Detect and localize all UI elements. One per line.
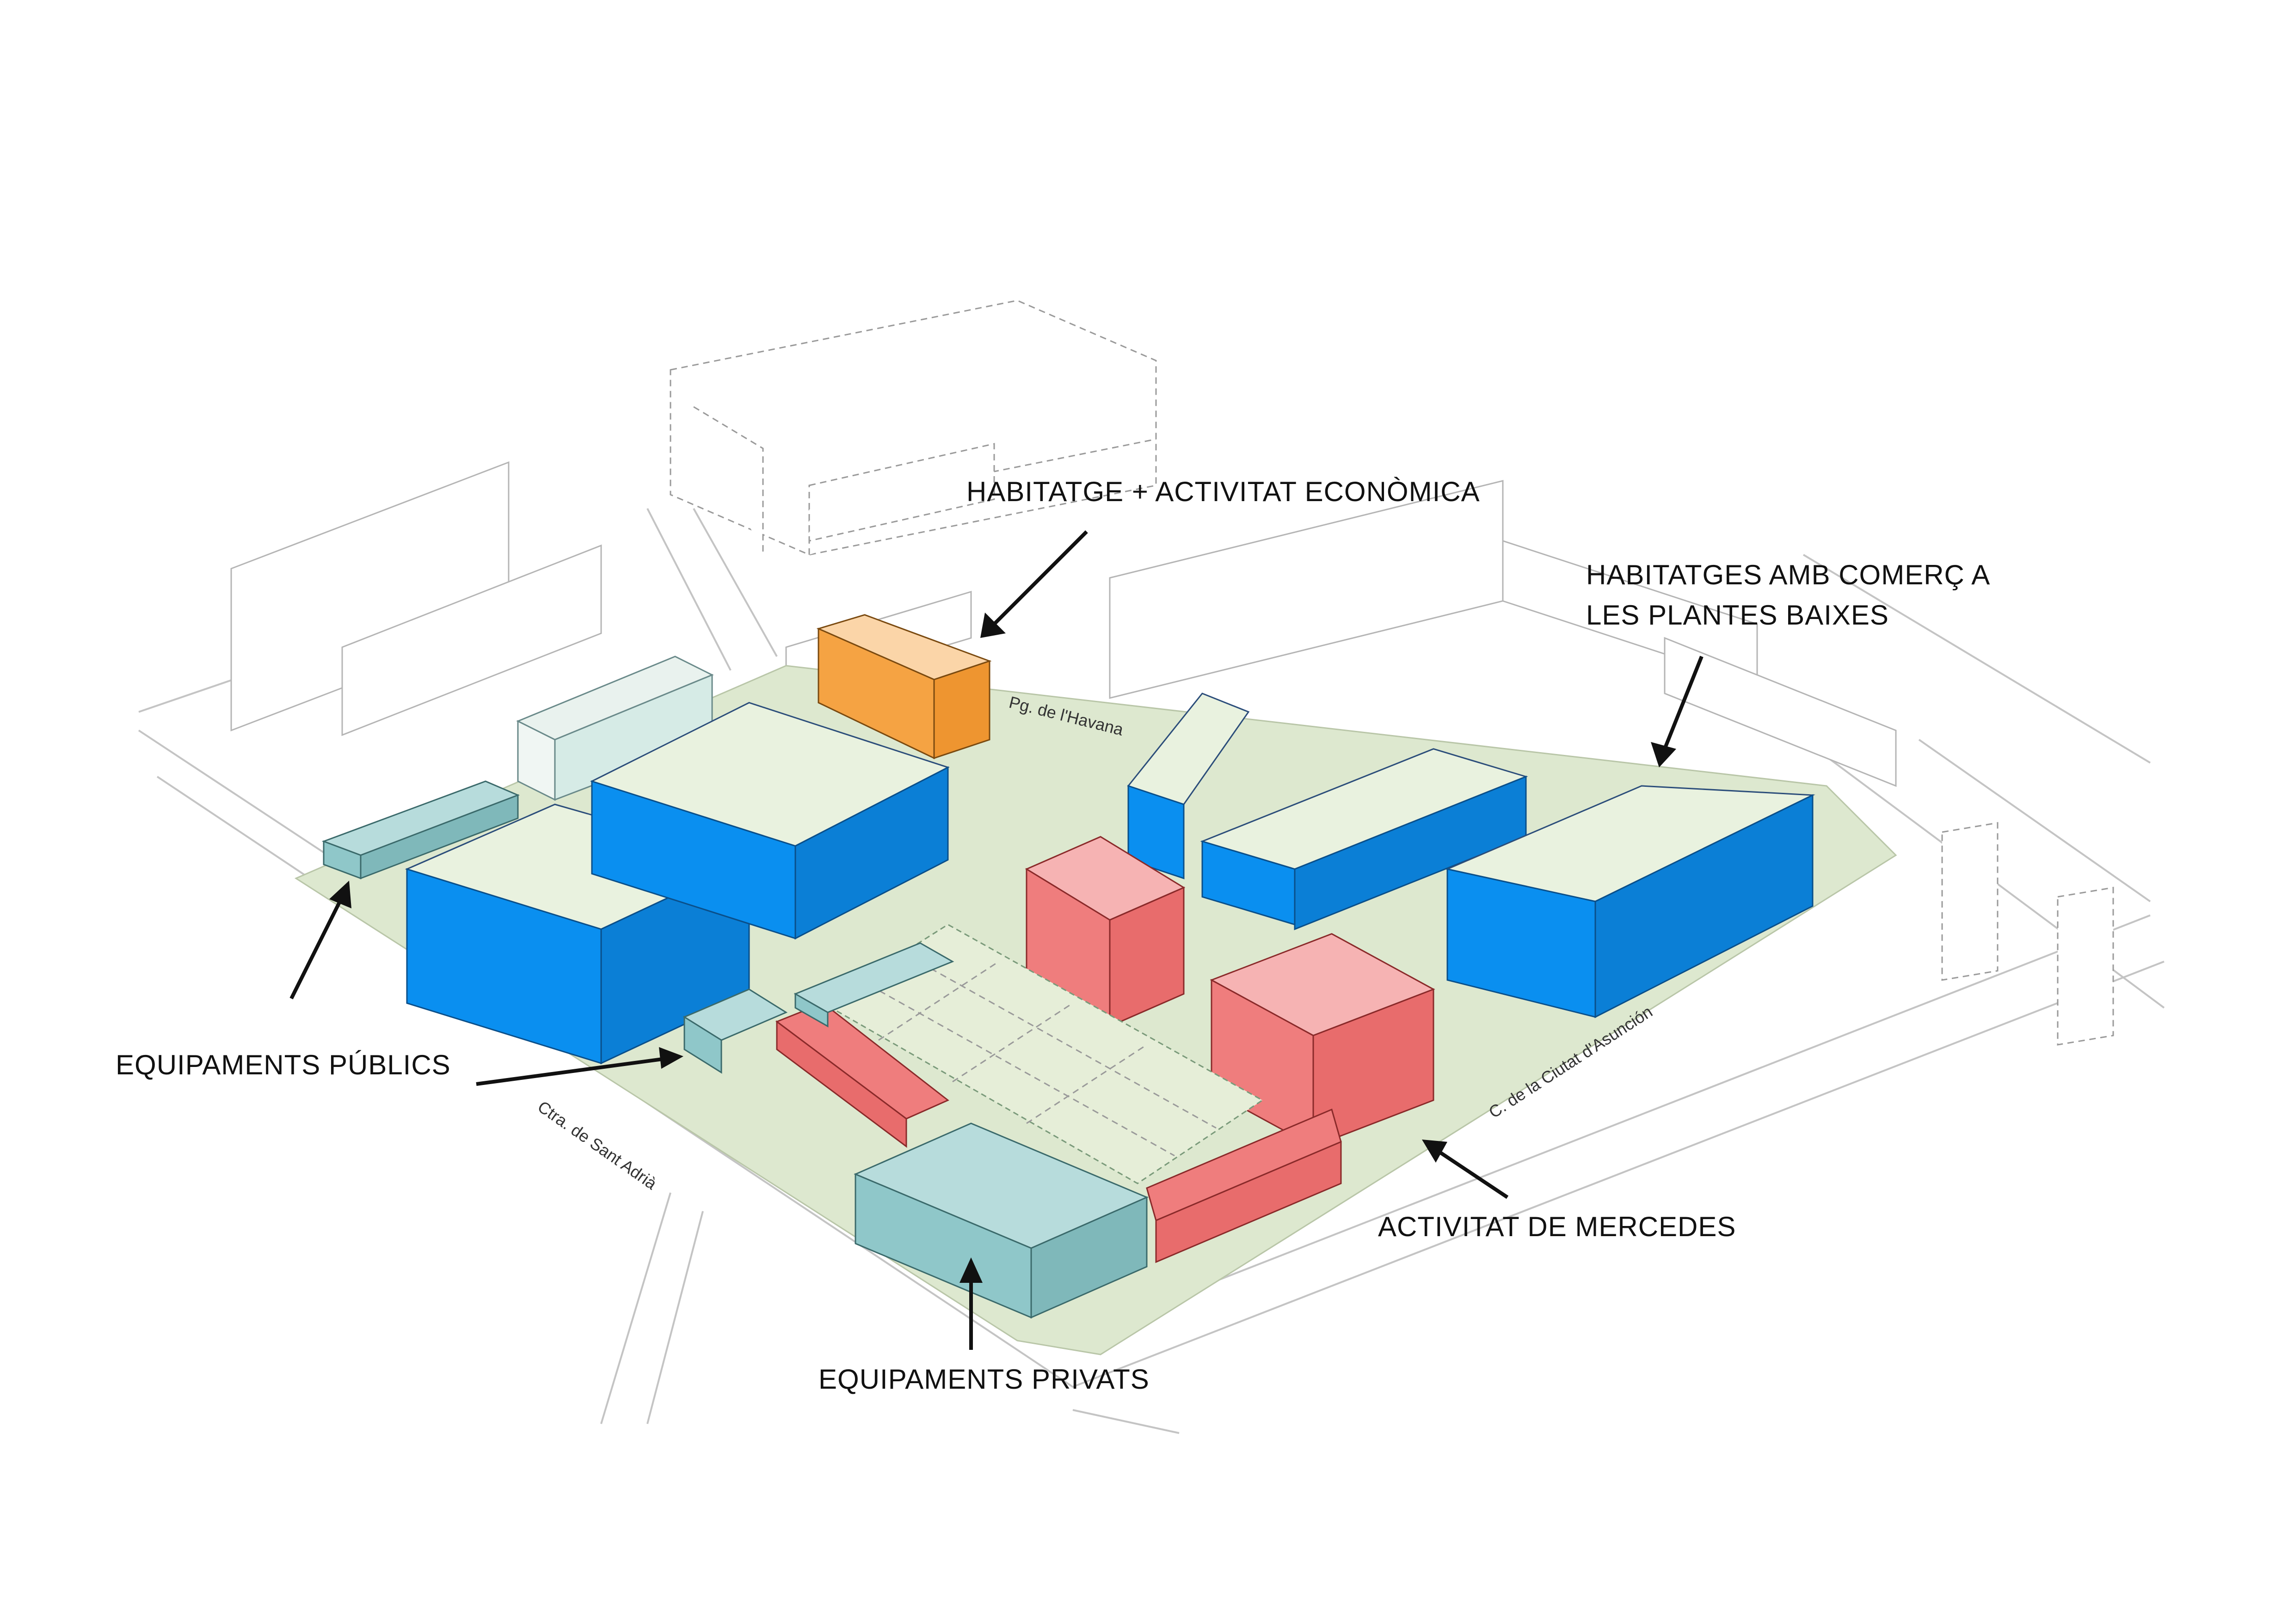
label-habitatges-comerc-line2: LES PLANTES BAIXES	[1586, 600, 1889, 631]
arrow-equipaments-publics-west	[289, 896, 344, 999]
label-activitat-mercedes: ACTIVITAT DE MERCEDES	[1378, 1211, 1736, 1242]
arrow-equipaments-publics-central	[476, 1057, 666, 1086]
open-shed-structure	[822, 924, 1264, 1184]
context-buildings	[230, 461, 1897, 787]
label-equipaments-privats: EQUIPAMENTS PRIVATS	[818, 1364, 1150, 1395]
label-habitatges-comerc-line1: HABITATGES AMB COMERÇ A	[1586, 559, 1991, 590]
arrow-habitatge-activitat	[993, 530, 1088, 625]
residential-block-east-b	[1200, 748, 1528, 931]
label-equipaments-publics: EQUIPAMENTS PÚBLICS	[116, 1049, 451, 1080]
residential-block-east-c	[1445, 785, 1815, 1018]
ghost-buildings	[670, 300, 2114, 1046]
arrow-habitatges-comerc	[1663, 656, 1704, 750]
residential-block-east-a	[1127, 692, 1250, 880]
arrow-activitat-mercedes	[1437, 1149, 1509, 1199]
public-facility-central	[683, 942, 954, 1074]
street-label-sant-adria: Ctra. de Sant Adrià	[534, 1097, 660, 1194]
mixed-use-orange-block	[816, 614, 992, 760]
label-habitatges-comerc: HABITATGES AMB COMERÇ A LES PLANTES BAIX…	[1586, 555, 1990, 635]
residential-block-west-b	[590, 702, 950, 940]
leader-arrows	[289, 530, 1704, 1350]
public-facility-west	[321, 780, 520, 880]
mercedes-low-bays	[775, 1002, 1342, 1263]
private-facility	[854, 1122, 1149, 1319]
label-habitatge-activitat: HABITATGE + ACTIVITAT ECONÒMICA	[966, 476, 1480, 507]
